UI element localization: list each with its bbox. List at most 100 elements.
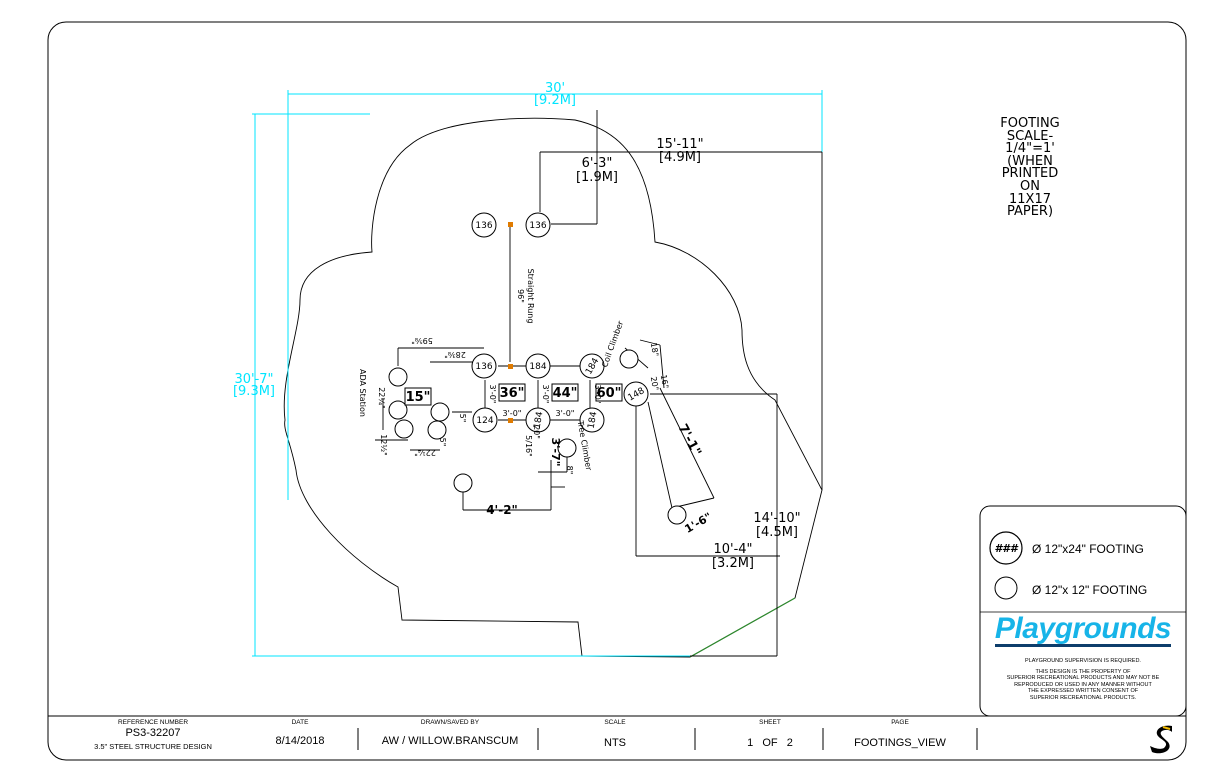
footing-136-b	[525, 212, 551, 238]
footing-label: 136	[475, 221, 492, 231]
dim-slide-right: 14'-10"	[753, 511, 800, 526]
ref-value: PS3-32207	[125, 727, 181, 739]
tree-dim: 5/16"	[524, 435, 533, 457]
legend-large-footing-label: Ø 12"x24" FOOTING	[1032, 542, 1144, 556]
footing-148	[623, 381, 649, 407]
scale-note-line: PRINTED	[1001, 166, 1059, 182]
footing-124	[472, 407, 498, 433]
legend-symbol-text: ###	[995, 542, 1019, 555]
scale-note-line: 11X17	[1009, 191, 1051, 207]
dim-slide-right-m: [4.5M]	[756, 525, 798, 540]
spacing-label: 3'-0"	[503, 409, 522, 418]
page-label: PAGE	[891, 719, 909, 726]
spacing-label: 3'-0"	[593, 385, 602, 404]
dim-overall-depth: 30'-7"	[234, 372, 273, 387]
anchor-markers	[508, 222, 513, 423]
dim-overall-width: 30'	[545, 81, 565, 96]
dim-tree-climber: 3'-7"	[549, 438, 562, 467]
sheet-border	[47, 21, 1187, 761]
supervision-note: PLAYGROUND SUPERVISION IS REQUIRED.	[1025, 658, 1141, 664]
dim-slide-bottom: 10'-4"	[713, 542, 752, 557]
footing-184-c	[525, 407, 551, 433]
sheet-value: 1 OF 2	[747, 737, 793, 749]
ref-desc: 3.5" STEEL STRUCTURE DESIGN	[94, 742, 212, 751]
ada-station-label: ADA Station	[358, 369, 367, 417]
black-dimensions	[375, 110, 823, 657]
notice-line: THE EXPRESSED WRITTEN CONSENT OF	[1027, 688, 1139, 694]
footing-136-a	[471, 212, 497, 238]
scale-note-line: FOOTING	[1000, 116, 1060, 131]
legend-box	[979, 505, 1187, 717]
footing-label: 136	[475, 362, 492, 372]
straight-rung-label: Straight Rung	[526, 269, 535, 324]
footing-label: 184	[533, 411, 546, 430]
dim-slide-length: 7'-1"	[674, 422, 703, 459]
ref-label: REFERENCE NUMBER	[117, 719, 189, 726]
scale-note-line: ON	[1020, 178, 1040, 194]
ada-dim: 5"	[458, 414, 467, 423]
page-value: FOOTINGS_VIEW	[854, 737, 946, 749]
rung-height-label: 96"	[516, 289, 525, 303]
deck-height-label: 44"	[553, 386, 578, 401]
notice-line: REPRODUCED OR USED IN ANY MANNER WITHOUT	[1014, 681, 1152, 688]
footing-circles	[471, 212, 649, 433]
sheet-label: SHEET	[759, 719, 781, 726]
footing-184-b	[579, 353, 605, 379]
dim-overall-width-m: [9.2M]	[534, 93, 576, 108]
ada-dim: 59⅝"	[411, 336, 433, 345]
green-edge	[689, 597, 796, 658]
ada-dim: 22¼"	[414, 448, 436, 457]
spacing-label: 3'-0"	[488, 385, 497, 404]
legend-large-footing-symbol	[989, 531, 1023, 565]
ada-dim: 12½"	[379, 434, 388, 456]
legend-small-footing-label: Ø 12"x 12" FOOTING	[1032, 583, 1148, 597]
deck-height-label: 60"	[597, 386, 622, 401]
legend-small-footing-symbol	[994, 576, 1018, 600]
small-footings	[388, 349, 687, 525]
scale-value: NTS	[604, 737, 626, 749]
date-value: 8/14/2018	[275, 735, 325, 747]
use-zone-boundary	[283, 117, 823, 658]
footing-label: 184	[587, 411, 600, 430]
footing-184-a	[525, 353, 551, 379]
scale-note: FOOTING SCALE- 1/4"=1' (WHEN PRINTED ON …	[990, 116, 1070, 220]
scale-note-line: 1/4"=1'	[1005, 141, 1055, 157]
notice-line: SUPERIOR RECREATIONAL PRODUCTS.	[1029, 694, 1137, 701]
ada-dim: 5"	[438, 438, 447, 447]
overall-dimensions	[252, 90, 823, 657]
company-logo	[1150, 725, 1172, 754]
dim-right-offset: 15'-11"	[656, 137, 703, 152]
scale-note-line: PAPER)	[1006, 204, 1054, 220]
footing-136-c	[471, 353, 497, 379]
dim-overall-depth-m: [9.3M]	[233, 384, 275, 399]
scale-note-line: SCALE-	[1006, 128, 1054, 144]
brand-notes: PLAYGROUND SUPERVISION IS REQUIRED. THIS…	[980, 658, 1186, 701]
coil-dim: 16"	[659, 374, 670, 389]
deck-height-boxes	[404, 383, 623, 406]
deck-height-label: 15"	[406, 390, 431, 405]
brand-logo-text: Playgrounds	[994, 612, 1172, 645]
notice-line: SUPERIOR RECREATIONAL PRODUCTS AND MAY N…	[1006, 675, 1160, 681]
brand-underline	[995, 644, 1171, 647]
dim-top-offset: 6'-3"	[582, 156, 613, 171]
footing-label: 136	[529, 221, 546, 231]
spacing-label: 3'-0"	[556, 409, 575, 418]
dim-tree-offset: 4'-2"	[486, 503, 518, 517]
footing-label: 184	[529, 362, 546, 372]
title-block-dividers	[357, 728, 978, 750]
notice-line: THIS DESIGN IS THE PROPERTY OF	[1035, 668, 1131, 675]
footing-184-d	[579, 407, 605, 433]
dim-right-offset-m: [4.9M]	[659, 150, 701, 165]
scale-note-line: (WHEN	[1007, 153, 1053, 169]
scale-label: SCALE	[604, 719, 626, 726]
tree-dim: 8"	[565, 466, 574, 475]
spacing-label: 3'-0"	[541, 385, 550, 404]
coil-dim: 20"	[649, 376, 660, 391]
tree-dim: 20"	[532, 425, 541, 439]
coil-dim: 18"	[649, 342, 660, 357]
dim-slide-end: 1'-6"	[682, 510, 714, 536]
ada-dim: 28⅜"	[444, 350, 466, 359]
date-label: DATE	[291, 719, 309, 726]
drawn-value: AW / WILLOW.BRANSCUM	[381, 735, 519, 747]
